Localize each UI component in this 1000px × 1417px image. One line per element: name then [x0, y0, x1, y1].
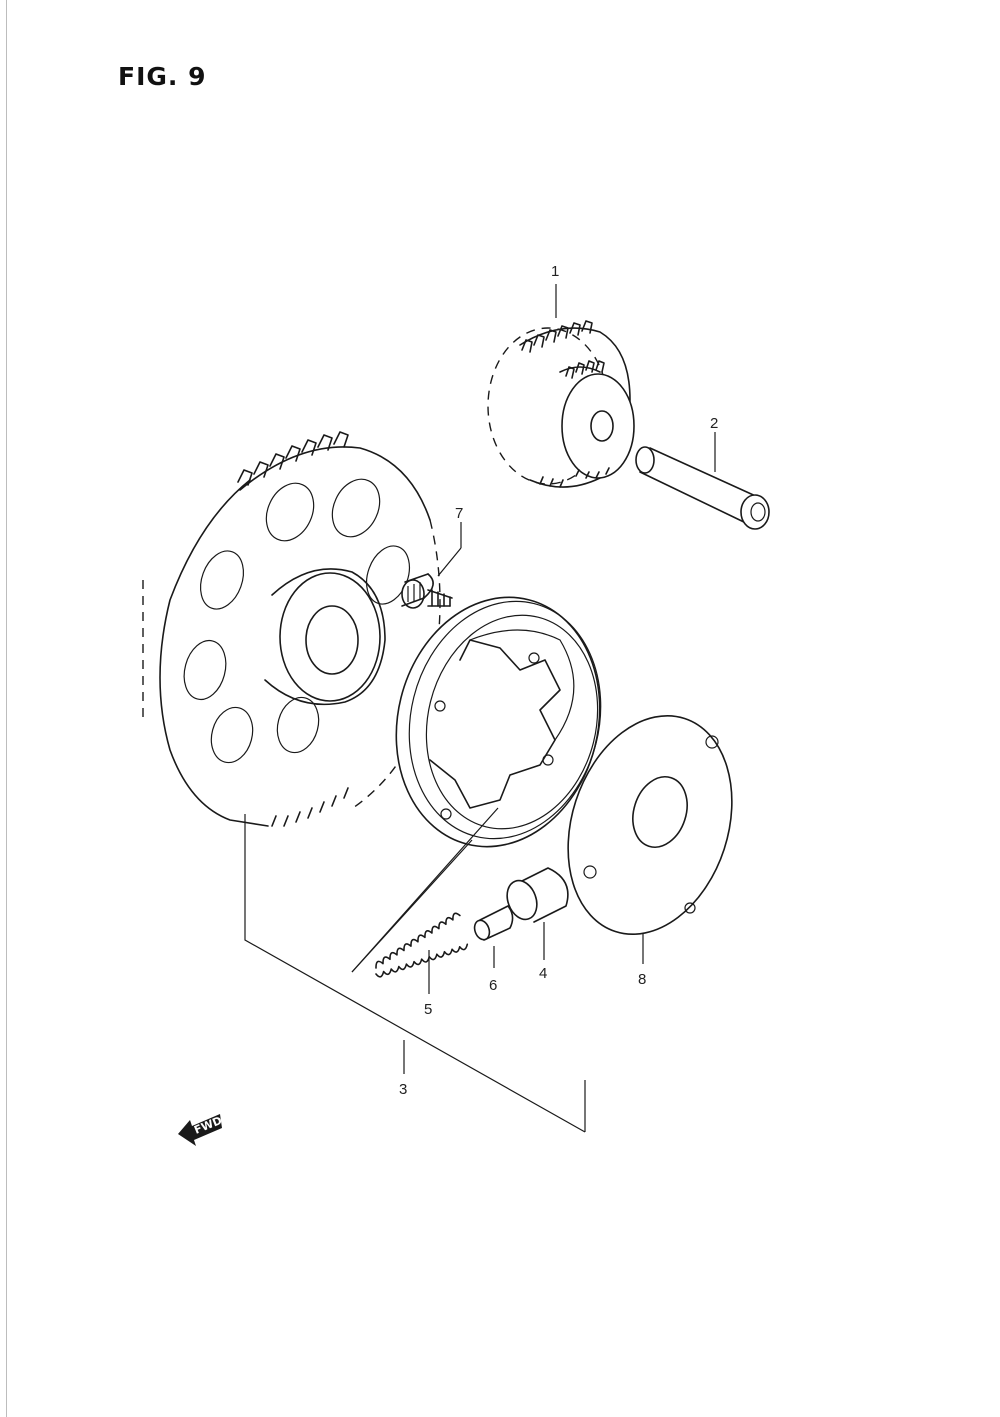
- callout-labels: 1 2 3 4 5 6 7 8: [399, 263, 718, 1098]
- one-way-clutch-body[interactable]: [370, 576, 625, 869]
- part-2-shaft[interactable]: [635, 446, 770, 530]
- figure-title: FIG. 9: [118, 62, 207, 91]
- callout-1: 1: [551, 263, 559, 280]
- leader-lines: [244, 284, 716, 1133]
- callout-4: 4: [539, 965, 547, 982]
- part-3-starter-gear[interactable]: [142, 431, 441, 827]
- part-4-roller[interactable]: [502, 867, 569, 924]
- part-6-plunger[interactable]: [472, 905, 514, 942]
- scan-edge-line: [6, 0, 7, 1417]
- part-5-spring[interactable]: [367, 912, 469, 978]
- fwd-direction-arrow: FWD: [178, 1114, 224, 1146]
- callout-3: 3: [399, 1081, 407, 1098]
- callout-2: 2: [710, 415, 718, 432]
- part-8-plate[interactable]: [541, 694, 759, 955]
- callout-6: 6: [489, 977, 497, 994]
- callout-5: 5: [424, 1001, 432, 1018]
- callout-8: 8: [638, 971, 646, 988]
- part-7-bolt[interactable]: [401, 573, 453, 609]
- part-1-idle-gear[interactable]: [487, 320, 635, 488]
- callout-7: 7: [455, 505, 463, 522]
